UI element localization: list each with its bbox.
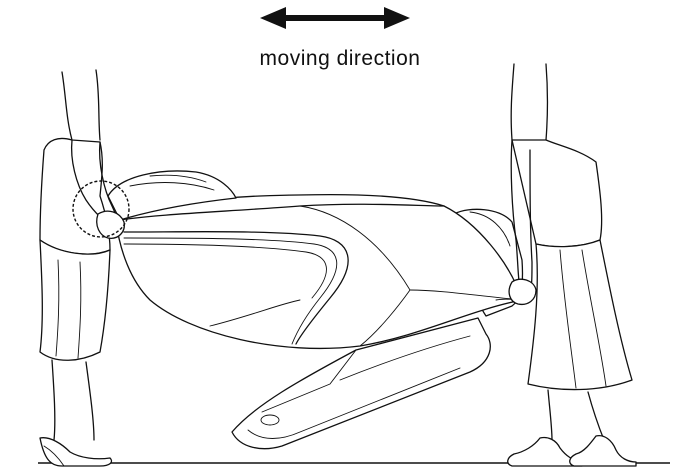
right-person-hand <box>509 279 536 304</box>
massage-chair <box>108 171 523 449</box>
moving-direction-caption: moving direction <box>220 46 460 72</box>
left-person-hand <box>97 211 125 238</box>
right-person-shoe-front <box>570 436 636 466</box>
right-person-dress <box>512 140 602 247</box>
left-person <box>40 70 124 466</box>
double-headed-arrow-icon <box>260 7 410 29</box>
right-person <box>508 64 636 466</box>
left-person-shoe <box>40 438 112 466</box>
